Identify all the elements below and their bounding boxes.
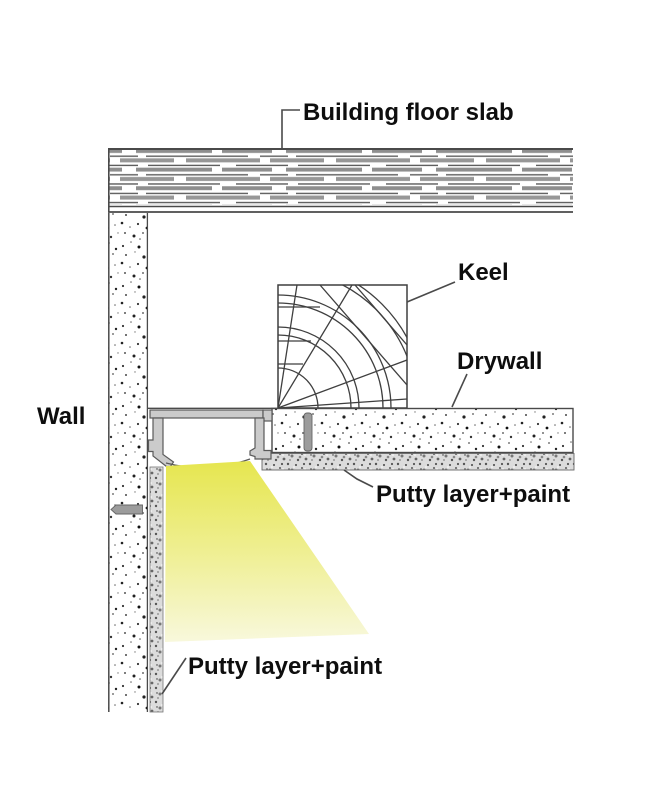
leader-putty-right [343, 469, 374, 488]
leader-building-floor-slab [281, 109, 300, 149]
keel-outline [277, 284, 408, 409]
led-profile [147, 409, 273, 470]
drywall-panel [271, 407, 574, 454]
led-profile-right-wall [249, 417, 272, 460]
leader-drywall [451, 373, 468, 408]
slab-hatch-fill [108, 150, 573, 205]
leader-putty-bottom [161, 657, 187, 695]
wall-putty-strip [149, 466, 164, 713]
building-floor-slab-section [108, 148, 573, 213]
leader-keel [406, 281, 456, 303]
light-beam [165, 461, 369, 642]
led-profile-right-step [262, 409, 273, 422]
drywall-putty-layer [261, 453, 575, 471]
label-putty-layer-right: Putty layer+paint [376, 481, 570, 508]
keel-fan-hatch [278, 285, 407, 408]
led-profile-top-flange [149, 409, 264, 419]
led-profile-left-wall [147, 417, 175, 470]
wall-anchor-screw [110, 504, 143, 515]
wall-stipple-fill [108, 213, 148, 712]
label-wall: Wall [37, 403, 85, 430]
label-drywall: Drywall [457, 348, 542, 375]
wall-section [108, 213, 164, 713]
label-putty-layer-bottom: Putty layer+paint [188, 653, 382, 680]
drywall-stipple-fill [271, 407, 574, 454]
label-building-floor-slab: Building floor slab [303, 99, 514, 126]
drywall-screw [303, 412, 313, 452]
label-keel: Keel [458, 259, 509, 286]
